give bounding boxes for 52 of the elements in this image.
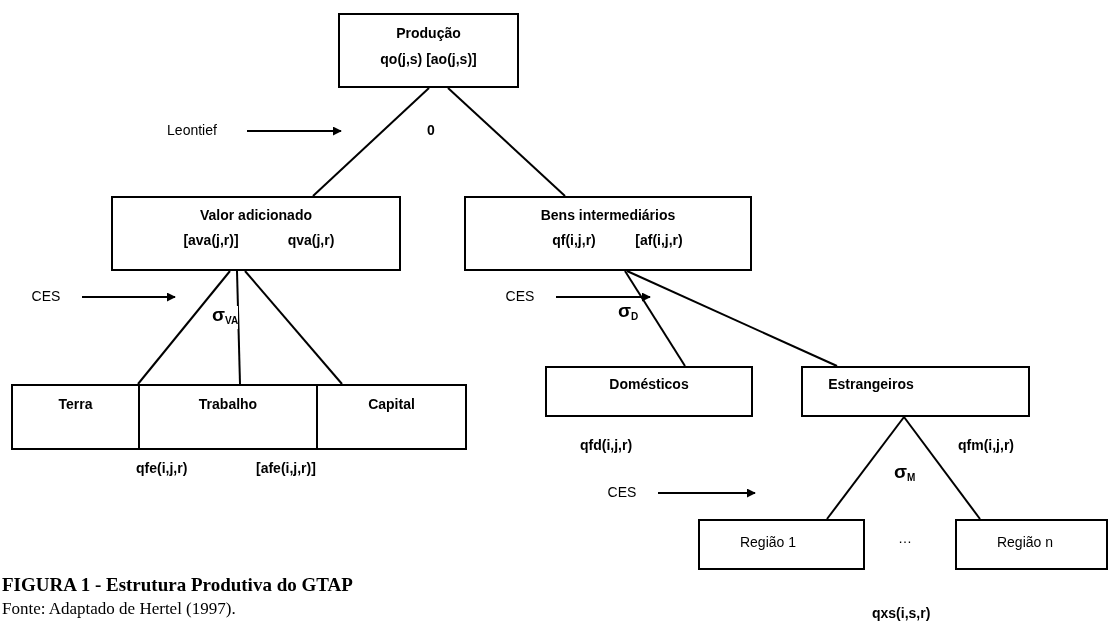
node-label: Domésticos — [608, 376, 690, 393]
node-label: Valor adicionado — [199, 207, 313, 224]
ellipsis: … — [898, 530, 912, 547]
box — [111, 196, 401, 271]
node-label: qo(j,s) [ao(j,s)] — [379, 51, 478, 68]
node-label: [ava(j,r)] — [182, 232, 240, 249]
box — [338, 13, 519, 88]
branch-line — [447, 87, 566, 197]
box — [11, 384, 140, 450]
node-label: Região n — [995, 534, 1054, 551]
weight-value: 0 — [427, 122, 435, 139]
rule-label: CES — [30, 288, 62, 305]
figure-title: FIGURA 1 - Estrutura Produtiva do GTAP — [2, 574, 353, 596]
node-label: Trabalho — [197, 396, 259, 413]
source-note: Fonte: Adaptado de Hertel (1997). — [2, 599, 236, 619]
box — [464, 196, 752, 271]
variable-label: qfe(i,j,r) — [136, 460, 188, 477]
elasticity-symbol: σ$_{VA}$ — [212, 306, 239, 329]
branch-line — [236, 270, 241, 385]
rule-label: CES — [606, 484, 638, 501]
box — [698, 519, 865, 570]
node-label: Terra — [57, 396, 94, 413]
branch-line — [624, 270, 686, 367]
rule-label: CES — [504, 288, 536, 305]
box — [316, 384, 467, 450]
node-label: [af(i,j,r) — [634, 232, 684, 249]
node-label: Bens intermediários — [539, 207, 677, 224]
node-label: Região 1 — [738, 534, 797, 551]
box — [801, 366, 1030, 417]
box — [545, 366, 753, 417]
branch-line — [137, 270, 231, 385]
arrow — [555, 292, 651, 302]
branch-line — [826, 416, 905, 520]
node-label: qf(i,j,r) — [551, 232, 597, 249]
arrow — [246, 126, 342, 136]
branch-line — [244, 270, 343, 385]
branch-line — [312, 87, 430, 197]
node-label: Estrangeiros — [827, 376, 915, 393]
variable-label: qfm(i,j,r) — [958, 437, 1014, 454]
branch-line — [626, 270, 838, 367]
node-label: Produção — [395, 25, 462, 42]
box — [138, 384, 318, 450]
box — [955, 519, 1108, 570]
arrow — [81, 292, 176, 302]
node-label: qva(j,r) — [286, 232, 336, 249]
arrow — [657, 488, 756, 498]
variable-label: qfd(i,j,r) — [580, 437, 633, 454]
node-label: Capital — [367, 396, 416, 413]
branch-line — [903, 416, 981, 520]
variable-label: [afe(i,j,r)] — [256, 460, 316, 477]
variable-label: qxs(i,s,r) — [872, 605, 931, 622]
rule-label: Leontief — [166, 122, 218, 139]
